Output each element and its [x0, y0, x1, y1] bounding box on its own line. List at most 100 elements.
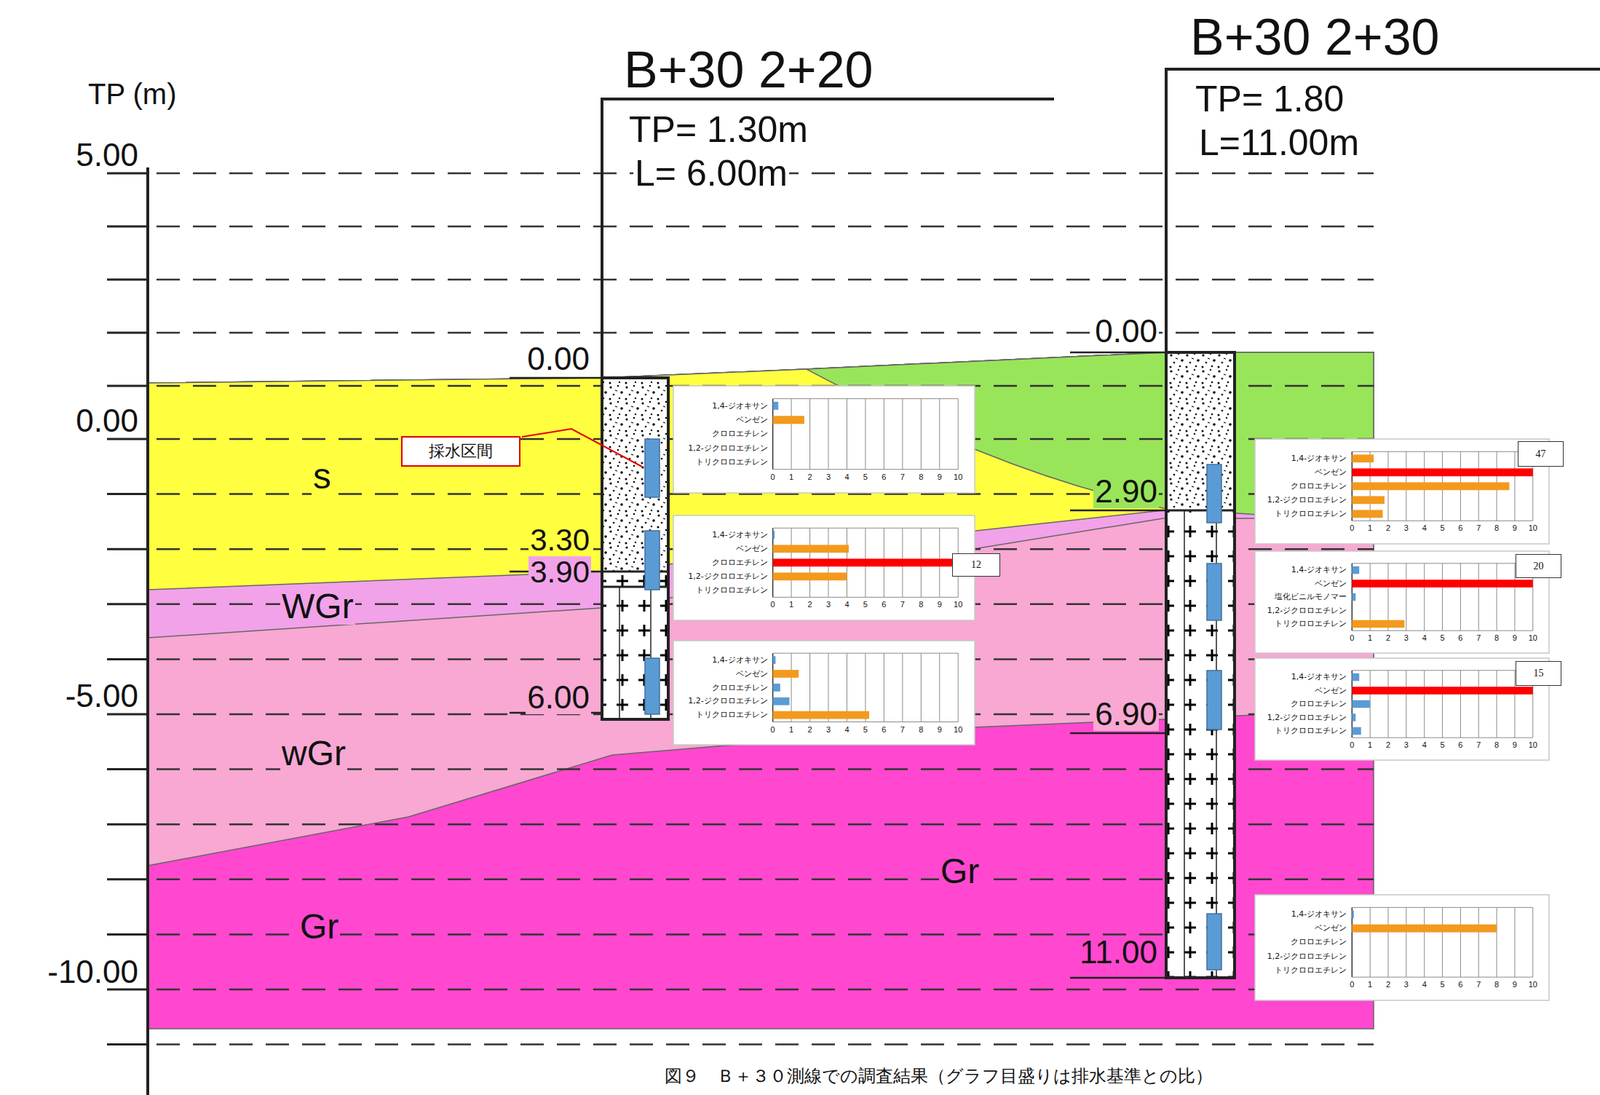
level-dash	[156, 988, 1374, 991]
chart-panel	[673, 640, 975, 745]
chart-panel	[1254, 551, 1550, 653]
chart-grid	[791, 398, 792, 470]
axis-tick	[107, 331, 148, 335]
chart-tick: 1	[787, 600, 795, 610]
borehole-granite	[602, 571, 669, 720]
chart-grid	[773, 652, 959, 654]
chart-grid	[1478, 907, 1480, 977]
chart-grid	[1405, 907, 1407, 977]
axis-tick	[107, 172, 148, 175]
chart-grid	[1496, 670, 1498, 738]
layer-name: wGr	[280, 735, 348, 772]
chart-panel	[673, 515, 975, 621]
chart-grid	[1460, 563, 1461, 631]
chart-category: ベンゼン	[1313, 686, 1349, 696]
axis-tick	[107, 548, 148, 551]
chart-tick: 5	[861, 725, 870, 735]
chart-grid	[1369, 907, 1371, 977]
chart-bar	[1351, 910, 1354, 919]
chart-tick: 3	[1402, 524, 1411, 533]
chart-category: 1,4-ジオキサン	[1289, 454, 1349, 463]
chart-tick: 9	[1511, 634, 1519, 643]
chart-tick: 1	[1366, 741, 1374, 750]
borehole-granite	[1166, 510, 1235, 978]
chart-tick: 8	[1492, 980, 1501, 990]
borehole-length: L= 6.00m	[633, 154, 790, 193]
depth-value: 3.30	[528, 524, 592, 557]
chart-grid	[1351, 451, 1533, 453]
chart-tick: 10	[952, 473, 964, 482]
chart-tick: 6	[1456, 634, 1464, 643]
chart-grid	[1423, 563, 1425, 631]
chart-category: トリクロロエチレン	[1273, 726, 1349, 736]
chart-grid	[1351, 562, 1533, 564]
chart-grid	[1442, 907, 1443, 977]
axis-line	[146, 167, 150, 1095]
chart-tick: 10	[1527, 741, 1539, 750]
chart-category: クロロエチレン	[710, 558, 770, 568]
chart-panel	[1254, 438, 1550, 544]
chart-bar	[1351, 509, 1383, 518]
chart-bar	[773, 683, 781, 692]
axis-value: 0.00	[74, 404, 140, 438]
callout-text: 採水区間	[428, 442, 493, 461]
chart-tick: 2	[805, 473, 814, 482]
chart-tick: 7	[1474, 634, 1483, 643]
borehole-elevation: TP= 1.80	[1193, 80, 1346, 119]
chart-tick: 6	[880, 725, 888, 735]
chart-tick: 0	[769, 473, 777, 482]
layer-gr	[147, 352, 1374, 1029]
borehole-elevation: TP= 1.30m	[627, 110, 810, 150]
depth-value: 11.00	[1078, 935, 1159, 969]
chart-grid	[957, 652, 959, 722]
value-callout: 47	[1517, 441, 1564, 467]
chart-tick: 4	[1420, 980, 1429, 990]
chart-tick: 4	[842, 725, 851, 735]
chart-tick: 6	[1456, 524, 1464, 533]
chart-grid	[1351, 520, 1533, 522]
borehole-line	[618, 586, 621, 720]
chart-bar	[773, 401, 779, 410]
sampling-interval	[1206, 670, 1222, 730]
chart-bar	[1351, 727, 1361, 736]
value-callout: 20	[1515, 553, 1562, 578]
chart-tick: 6	[1456, 741, 1464, 750]
axis-tick	[107, 713, 148, 716]
chart-grid	[828, 398, 830, 470]
chart-panel	[1254, 894, 1550, 1001]
chart-tick: 7	[898, 725, 907, 735]
chart-tick: 7	[1474, 524, 1483, 533]
chart-category: トリクロロエチレン	[694, 457, 770, 467]
chart-category: 1,2-ジクロロエチレン	[686, 696, 769, 706]
chart-category: 1,4-ジオキサン	[710, 530, 769, 540]
chart-grid	[846, 398, 848, 470]
chart-tick: 2	[1384, 634, 1392, 643]
chart-bar	[1351, 495, 1385, 504]
chart-category: 1,4-ジオキサン	[1289, 909, 1349, 919]
chart-grid	[1423, 907, 1425, 977]
chart-grid	[1442, 670, 1443, 738]
chart-grid	[1405, 670, 1407, 738]
chart-grid	[883, 398, 885, 470]
chart-grid	[1351, 907, 1533, 908]
chart-tick: 9	[1511, 524, 1519, 533]
chart-tick: 7	[898, 600, 907, 610]
axis-tick	[107, 823, 148, 826]
chart-category: クロロエチレン	[1289, 699, 1349, 709]
chart-grid	[1514, 451, 1515, 521]
chart-tick: 3	[1402, 980, 1411, 990]
chart-tick: 1	[787, 473, 795, 482]
chart-category: トリクロロエチレン	[694, 585, 770, 595]
sampling-interval	[644, 438, 660, 498]
chart-tick: 2	[1384, 741, 1392, 750]
chart-tick: 5	[1438, 524, 1446, 533]
chart-category: クロロエチレン	[1289, 937, 1349, 947]
level-dash	[156, 1043, 1374, 1046]
chart-category: トリクロロエチレン	[1273, 965, 1349, 975]
chart-tick: 0	[1348, 524, 1356, 533]
chart-tick: 8	[917, 473, 925, 482]
chart-bar	[1351, 454, 1374, 463]
chart-tick: 1	[787, 725, 795, 735]
depth-value: 6.00	[525, 680, 592, 715]
chart-panel	[1254, 658, 1550, 760]
